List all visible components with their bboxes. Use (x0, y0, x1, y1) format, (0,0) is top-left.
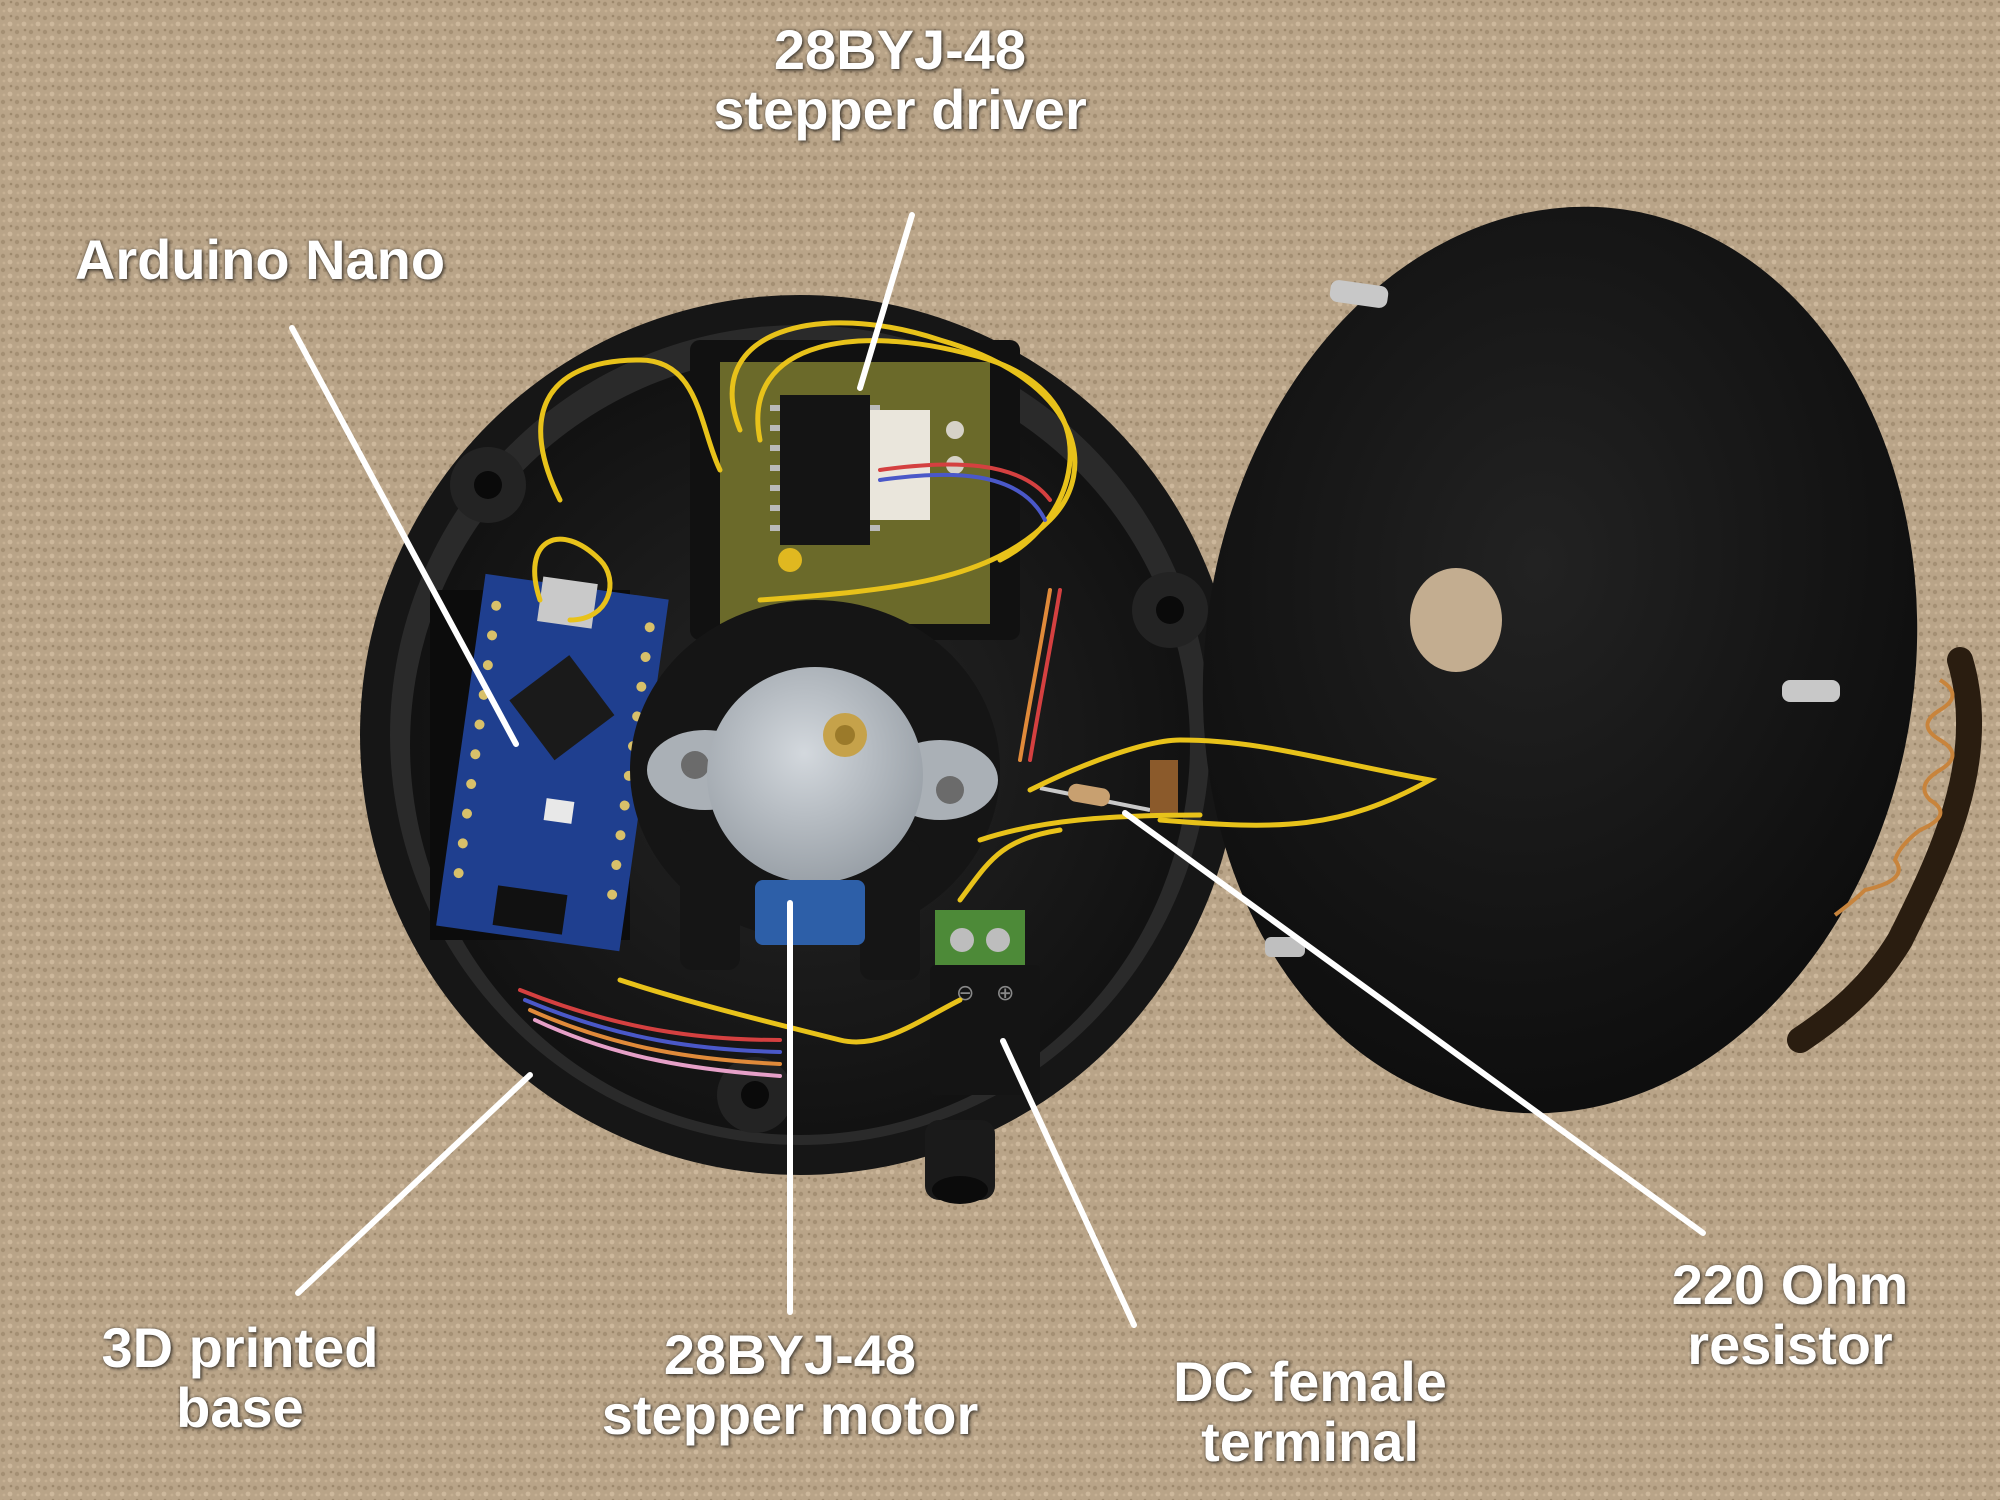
label-3d-printed-base: 3D printed base (20, 1318, 460, 1438)
label-resistor-line-1: 220 Ohm (1671, 1253, 1909, 1316)
leader-lines (289, 212, 1706, 1328)
label-stepper-motor-line-1: 28BYJ-48 (663, 1323, 917, 1386)
label-stepper-driver-line-1: 28BYJ-48 (773, 18, 1027, 81)
label-dc-female-terminal: DC female terminal (1080, 1352, 1540, 1472)
label-dc-terminal-line-2: terminal (1201, 1410, 1419, 1473)
label-stepper-motor-line-2: stepper motor (601, 1383, 979, 1446)
label-220-ohm-resistor: 220 Ohm resistor (1590, 1255, 1990, 1375)
leader-line-stepper-driver (857, 212, 915, 391)
svg-text:⊕: ⊕ (996, 981, 1014, 1006)
leader-line-base (295, 1072, 533, 1296)
label-base-line-2: base (176, 1376, 304, 1439)
stepper-driver-board (690, 340, 1020, 640)
label-dc-terminal-line-1: DC female (1173, 1350, 1447, 1413)
resistor-220-ohm (1039, 760, 1178, 815)
label-resistor-line-2: resistor (1687, 1313, 1893, 1376)
leader-line-dc-terminal (1000, 1038, 1137, 1328)
label-stepper-motor: 28BYJ-48 stepper motor (520, 1325, 1060, 1445)
label-base-line-1: 3D printed (101, 1316, 379, 1379)
dc-female-terminal: ⊖ ⊕ (930, 910, 1040, 1095)
label-stepper-driver: 28BYJ-48 stepper driver (640, 20, 1160, 140)
label-arduino-nano: Arduino Nano (20, 230, 500, 290)
stepper-motor (630, 600, 1000, 980)
label-stepper-driver-line-2: stepper driver (713, 78, 1087, 141)
label-arduino-nano-line-1: Arduino Nano (74, 228, 446, 291)
lid (1202, 206, 1983, 1114)
leader-line-arduino (289, 325, 519, 747)
wiring (518, 320, 1438, 1078)
leader-line-resistor (1122, 810, 1706, 1236)
